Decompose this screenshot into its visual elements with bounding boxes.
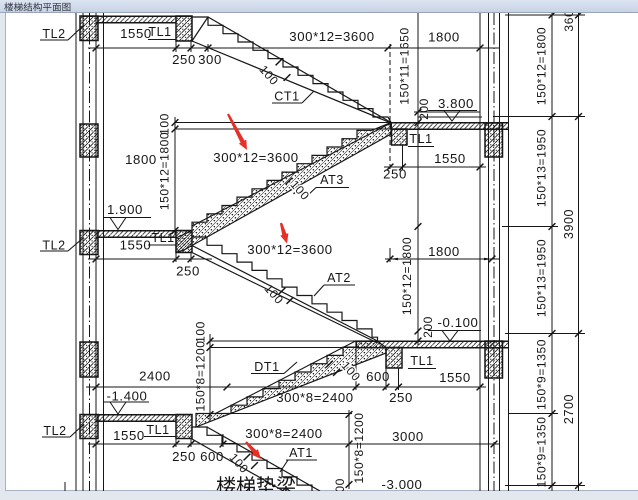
dim-label: 1550 [434,151,466,166]
dim-label: 250 [176,264,200,279]
beam-label-tl2: TL2 [42,239,65,253]
dim-label: 2400 [139,369,171,384]
drawing-texts: 1550 TL1 TL2 250 300 300*12=3600 1800 10… [42,13,576,500]
canvas-background [5,13,638,491]
beam-label-tl1: TL1 [409,132,432,146]
extension-lines [64,13,480,491]
dim-label: 150*11=1650 [398,27,412,104]
beam-label-tl2: TL2 [42,27,65,41]
dim-label: 1550 [113,428,145,443]
dim-label: 150*13=1950 [535,239,549,317]
wall-beam-blocks [79,15,504,440]
dim-label: 250 [383,167,407,182]
window-title: 楼梯结构平面图 [4,0,67,13]
dim-label: 600 [366,369,390,384]
dim-label: 150*13=1950 [535,129,549,207]
dim-label: 300*12=3600 [289,29,374,44]
window-title-glyphs [4,2,71,12]
dim-label: 300*12=3600 [247,242,332,257]
dimension-lines [86,13,585,491]
dim-label: 3000 [392,429,424,444]
dim-label: 150*12=1800 [400,237,414,315]
beam-label-tl1: TL1 [148,25,171,39]
dim-label: 300*8=2400 [245,426,323,441]
dim-label: 600 [200,449,224,464]
elevation-markers [104,109,481,415]
elevation-m3000: -3.000 [382,477,423,492]
dim-label: 200 [421,316,435,338]
dim-label: 1800 [125,152,157,167]
elevation-m1400: -1.400 [107,389,148,404]
flight-label-at3: AT3 [320,173,344,187]
dim-label: 250 [172,449,196,464]
dim-label: 150*8=1200 [194,340,208,411]
dim-label: 150*12=1800 [535,27,549,105]
beam-label-tl2: TL2 [43,424,66,438]
beam-label-tl1: TL1 [146,423,169,437]
dim-label: 1800 [428,244,460,259]
dim-label: 250 [389,390,413,405]
beam-label-tl1: TL1 [151,231,174,245]
dim-label: 100 [333,478,347,500]
dim-label: 3900 [562,209,576,239]
beam-label-tl1: TL1 [410,354,433,368]
window-title-bar: 楼梯结构平面图 [0,0,638,13]
drawing-canvas[interactable]: 1550 TL1 TL2 250 300 300*12=3600 1800 10… [0,13,638,500]
stair-structural-drawing[interactable]: 1550 TL1 TL2 250 300 300*12=3600 1800 10… [0,13,638,500]
dim-label: 3600 [562,13,576,32]
elevation-m0100: -0.100 [438,315,479,330]
cushion-beam-label [216,476,296,491]
dim-label: 200 [417,98,431,120]
dim-label: 150*12=1800 [158,132,172,210]
stair-flights [175,16,392,491]
walls [75,13,510,491]
dim-label: 1550 [120,26,152,41]
elevation-1900: 1.900 [107,202,143,217]
dim-label: 300 [198,52,222,67]
dim-label: 1800 [428,30,460,45]
flight-label-dt1: DT1 [254,360,279,374]
red-annotation-arrows [227,113,289,459]
dim-label: 150*9=1350 [535,339,549,410]
dim-label: 2700 [562,394,576,424]
dim-label: 100 [158,113,172,135]
flight-label-at2: AT2 [327,271,351,285]
dim-label: 150*8=1200 [352,412,366,483]
dim-label: 100 [194,321,208,343]
dim-label: 1550 [439,370,471,385]
dim-label: 300*8=2400 [276,390,354,405]
dim-label: 250 [172,52,196,67]
flight-label-at1: AT1 [289,446,313,460]
elevation-3800: 3.800 [438,96,474,111]
label-underlines [40,24,436,473]
dim-label: 150*9=1350 [535,416,549,487]
dim-label: 300*12=3600 [213,150,298,165]
flight-label-ct1: CT1 [274,90,299,104]
dim-label: 1550 [120,238,152,253]
